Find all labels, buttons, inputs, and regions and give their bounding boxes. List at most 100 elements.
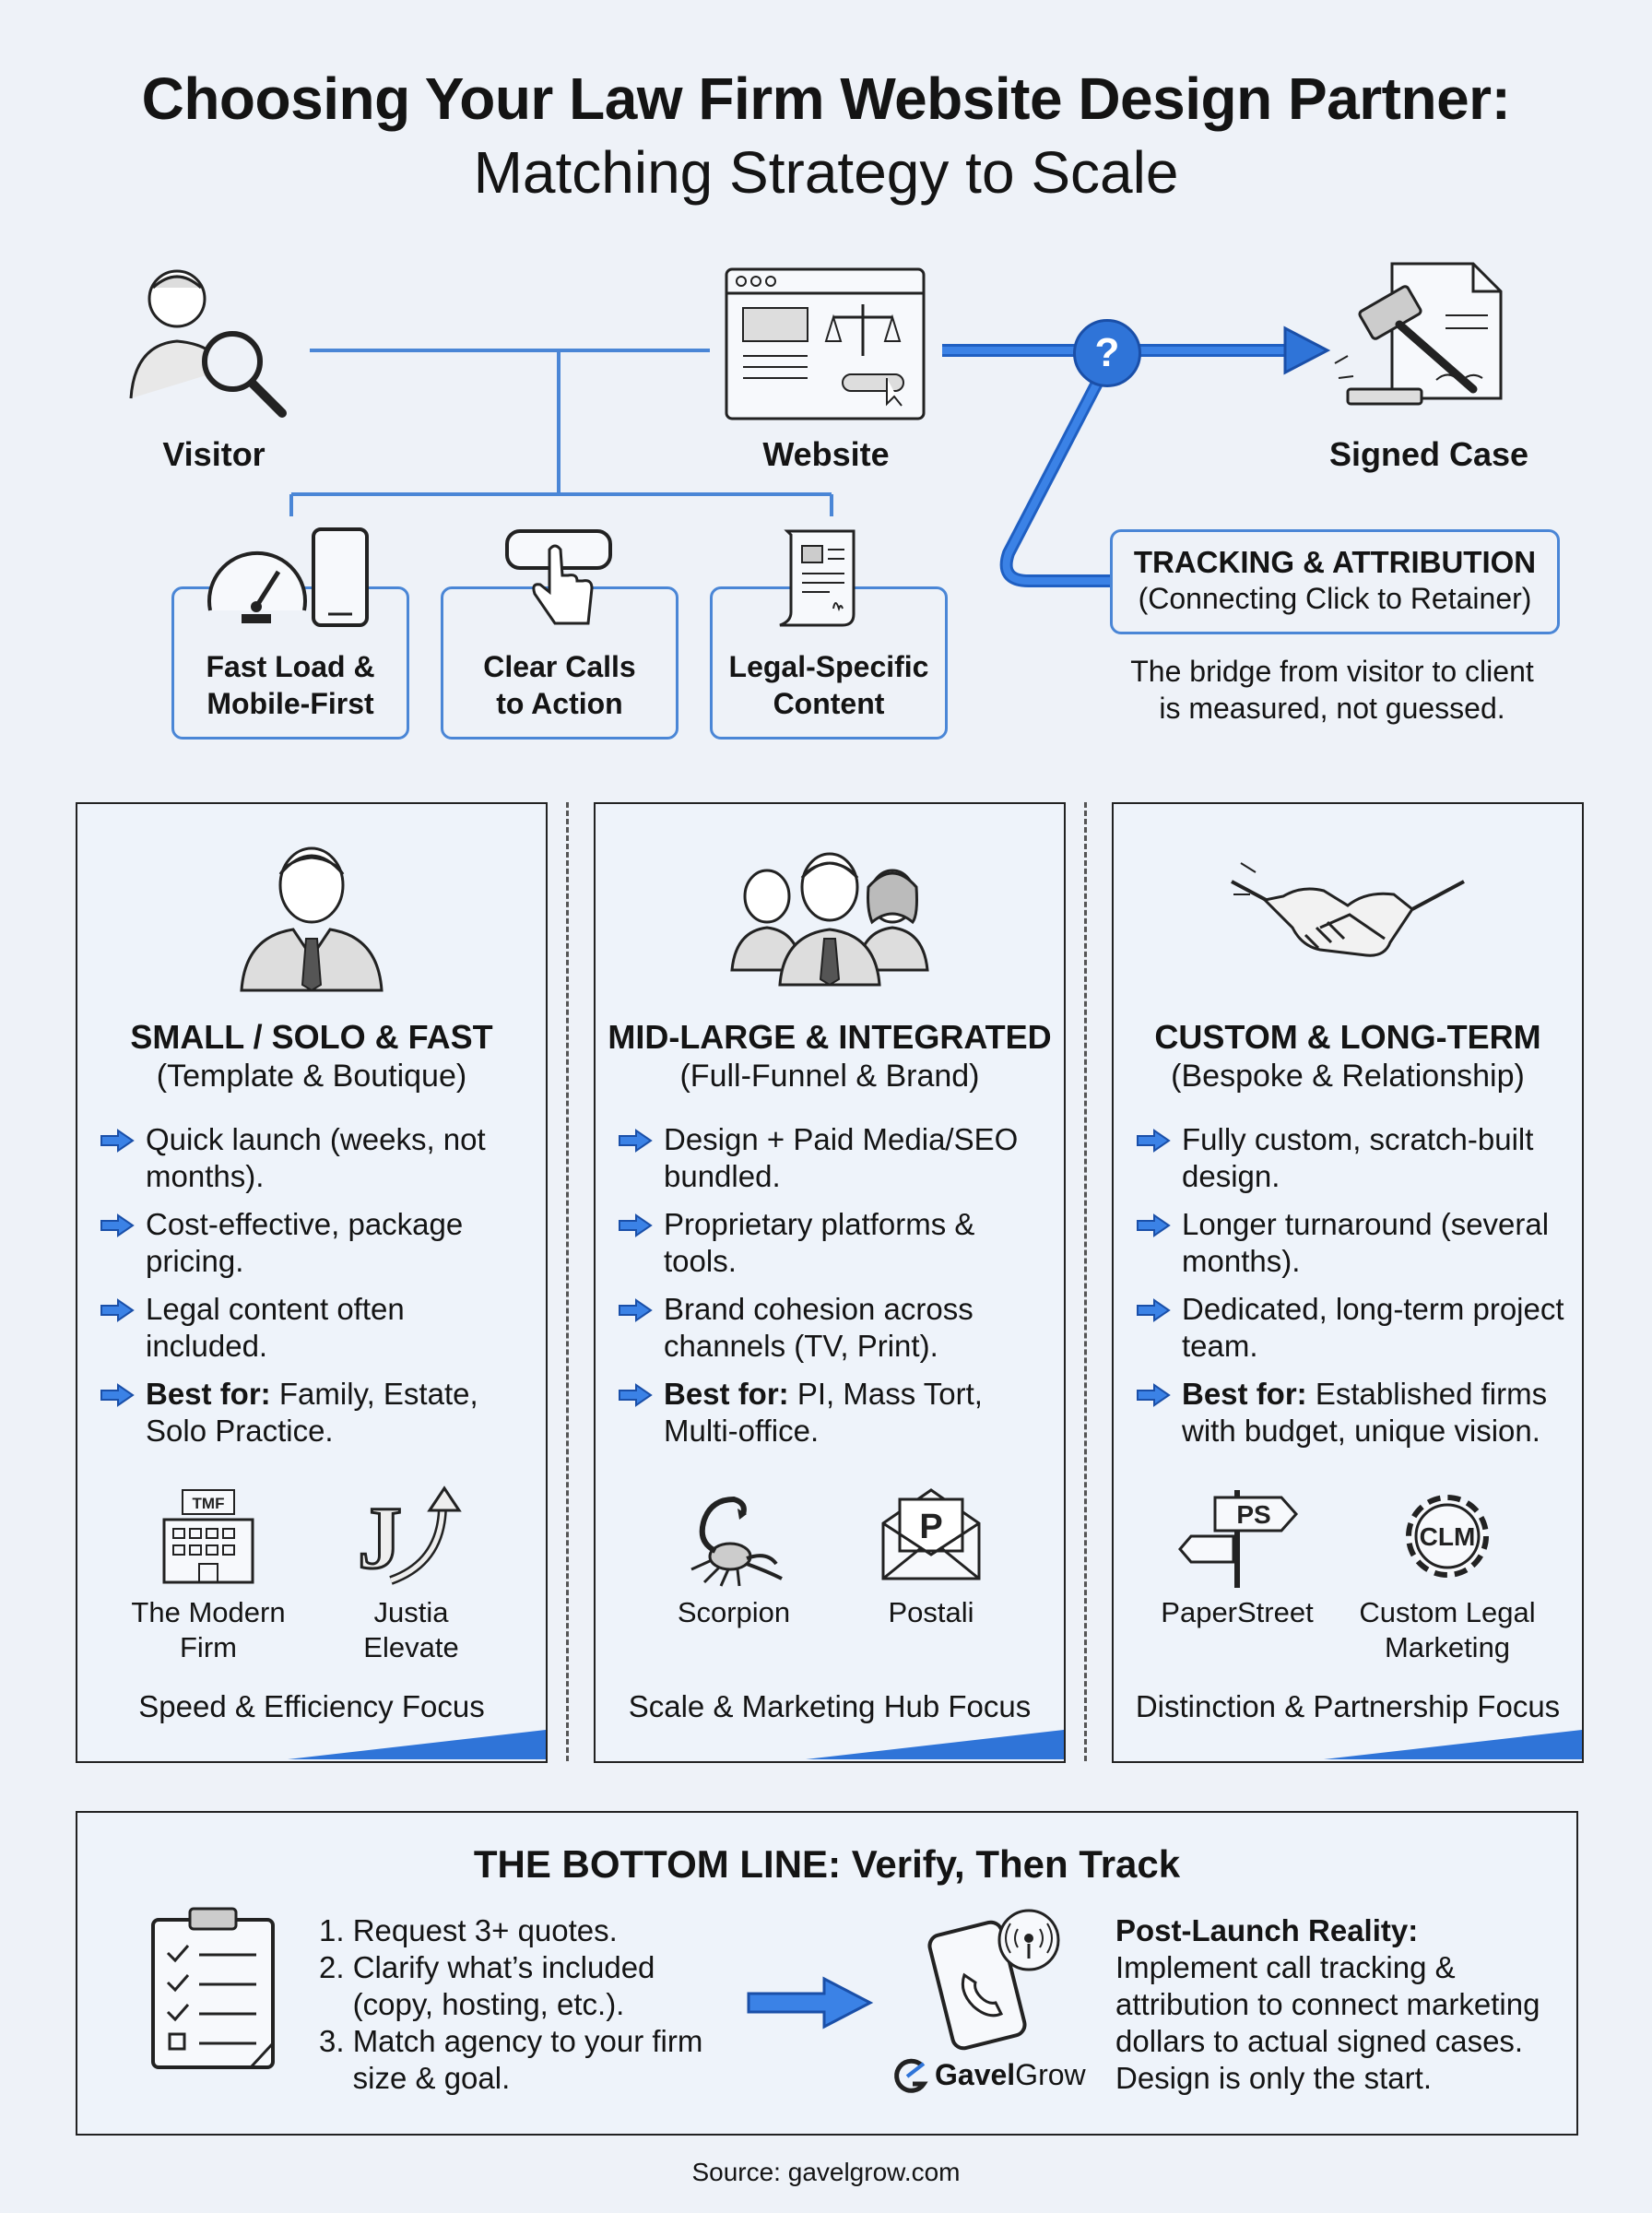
bridge-note: The bridge from visitor to client is mea… <box>1130 655 1534 725</box>
panel-mid-large: MID-LARGE & INTEGRATED (Full-Funnel & Br… <box>594 802 1066 1763</box>
gavel-document-icon <box>1334 262 1503 406</box>
handshake-icon <box>1231 862 1465 957</box>
team-group-icon <box>730 852 929 987</box>
lawyer-icon <box>240 846 384 992</box>
scorpion-icon <box>690 1496 783 1587</box>
legal-scroll-icon <box>779 529 856 627</box>
clm-gear-icon: CLM <box>1406 1495 1489 1578</box>
panel-list: Quick launch (weeks, not months). Cost-e… <box>100 1121 533 1461</box>
step-item: (copy, hosting, etc.). <box>319 1987 625 2021</box>
list-item: Legal content often included. <box>100 1291 533 1365</box>
post-launch-heading: Post-Launch Reality: <box>1115 1913 1419 1947</box>
panel-list: Fully custom, scratch-built design. Long… <box>1136 1121 1569 1461</box>
phone-call-tracking-icon <box>927 1909 1060 2051</box>
step-item: 1. Request 3+ quotes. <box>319 1913 618 1947</box>
logo-badge-text: J <box>358 1488 402 1587</box>
panel-subtitle: (Template & Boutique) <box>156 1059 467 1094</box>
tracking-title: TRACKING & ATTRIBUTION <box>1133 545 1537 579</box>
bottom-line-box: THE BOTTOM LINE: Verify, Then Track 1. R… <box>76 1811 1578 2136</box>
tracking-attribution-box: TRACKING & ATTRIBUTION (Connecting Click… <box>1110 529 1560 634</box>
button-click-icon <box>505 529 612 625</box>
panel-focus: Scale & Marketing Hub Focus <box>628 1689 1032 1723</box>
website-label: Website <box>762 435 890 473</box>
feature-clear-cta-text: Clear Calls to Action <box>483 650 636 720</box>
list-item: Longer turnaround (several months). <box>1136 1206 1569 1280</box>
post-launch-text: Post-Launch Reality: Implement call trac… <box>1115 1913 1540 2095</box>
panel-subtitle: (Full-Funnel & Brand) <box>679 1059 980 1094</box>
panel-focus: Speed & Efficiency Focus <box>138 1689 485 1723</box>
arrow-right-icon <box>100 1383 135 1407</box>
speedometer-phone-icon <box>207 527 369 627</box>
accent-wedge <box>288 1730 546 1759</box>
list-item: Design + Paid Media/SEO bundled. <box>618 1121 1051 1195</box>
logo-name: Scorpion <box>677 1596 791 1628</box>
justia-logo-icon: J <box>357 1485 462 1589</box>
website-window-icon <box>725 267 926 420</box>
panel-title: CUSTOM & LONG-TERM <box>1154 1018 1541 1056</box>
accent-wedge <box>806 1730 1064 1759</box>
arrow-right-icon <box>747 1976 874 2030</box>
feature-fast-load: Fast Load & Mobile-First <box>171 586 409 740</box>
gavelgrow-brand: GavelGrow <box>935 2058 1086 2091</box>
list-item: Cost-effective, package pricing. <box>100 1206 533 1280</box>
logo-name: Custom Legal Marketing <box>1359 1596 1536 1663</box>
panel-title: SMALL / SOLO & FAST <box>130 1018 493 1056</box>
step-item: 3. Match agency to your firm <box>319 2024 703 2058</box>
logo-name: Justia Elevate <box>363 1596 459 1663</box>
signed-case-label: Signed Case <box>1328 435 1529 473</box>
panel-divider <box>1084 802 1087 1761</box>
step-item: 2. Clarify what’s included <box>319 1950 655 1984</box>
list-item: Dedicated, long-term project team. <box>1136 1291 1569 1365</box>
list-item: Best for: PI, Mass Tort, Multi-office. <box>618 1376 1051 1450</box>
list-item: Proprietary platforms & tools. <box>618 1206 1051 1280</box>
clipboard-checklist-icon <box>151 1907 275 2069</box>
list-item: Best for: Family, Estate, Solo Practice. <box>100 1376 533 1450</box>
postali-envelope-icon: P <box>881 1488 981 1580</box>
page-title: Choosing Your Law Firm Website Design Pa… <box>141 65 1511 132</box>
arrow-right-icon <box>100 1298 135 1322</box>
arrow-right-icon <box>1137 1298 1171 1322</box>
logo-name: Postali <box>888 1596 974 1628</box>
list-item: Quick launch (weeks, not months). <box>100 1121 533 1195</box>
arrow-right-icon <box>1137 1383 1171 1407</box>
arrow-right-icon <box>619 1298 653 1322</box>
visitor-search-icon <box>129 269 287 418</box>
bottom-title: THE BOTTOM LINE: Verify, Then Track <box>473 1842 1181 1886</box>
gavelgrow-logo-icon <box>894 2058 928 2093</box>
panel-focus: Distinction & Partnership Focus <box>1135 1689 1561 1723</box>
visitor-label: Visitor <box>162 435 266 473</box>
source-credit: Source: gavelgrow.com <box>691 2158 961 2186</box>
steps-list: 1. Request 3+ quotes. 2. Clarify what’s … <box>319 1912 702 2097</box>
feature-legal-content-text: Legal-Specific Content <box>728 650 929 720</box>
panel-divider <box>566 802 569 1761</box>
list-item: Brand cohesion across channels (TV, Prin… <box>618 1291 1051 1365</box>
page-subtitle: Matching Strategy to Scale <box>473 139 1179 206</box>
logo-badge-text: PS <box>1236 1500 1270 1529</box>
step-item: size & goal. <box>319 2061 511 2095</box>
arrow-right-icon <box>1137 1213 1171 1237</box>
logo-name: The Modern Firm <box>131 1596 286 1663</box>
panel-subtitle: (Bespoke & Relationship) <box>1171 1059 1525 1094</box>
logo-badge-text: P <box>919 1508 942 1546</box>
logo-name: PaperStreet <box>1161 1596 1314 1628</box>
panel-list: Design + Paid Media/SEO bundled. Proprie… <box>618 1121 1051 1461</box>
arrow-right-icon <box>619 1213 653 1237</box>
feature-fast-load-text: Fast Load & Mobile-First <box>206 650 375 720</box>
logo-badge-text: TMF <box>193 1495 225 1512</box>
list-item: Best for: Established firms with budget,… <box>1136 1376 1569 1450</box>
arrow-right-icon <box>1137 1129 1171 1153</box>
arrow-right-icon <box>100 1129 135 1153</box>
arrow-right-icon <box>619 1129 653 1153</box>
modern-firm-building-icon: TMF <box>162 1489 254 1584</box>
tracking-subtitle: (Connecting Click to Retainer) <box>1138 582 1532 615</box>
paperstreet-signpost-icon: PS <box>1178 1490 1299 1588</box>
arrow-right-icon <box>100 1213 135 1237</box>
panel-small-solo: SMALL / SOLO & FAST (Template & Boutique… <box>76 802 548 1763</box>
question-badge: ? <box>1073 319 1141 387</box>
list-item: Fully custom, scratch-built design. <box>1136 1121 1569 1195</box>
panel-custom-long-term: CUSTOM & LONG-TERM (Bespoke & Relationsh… <box>1112 802 1584 1763</box>
accent-wedge <box>1324 1730 1582 1759</box>
logo-badge-text: CLM <box>1420 1522 1476 1551</box>
arrow-right-icon <box>619 1383 653 1407</box>
panel-title: MID-LARGE & INTEGRATED <box>608 1018 1052 1056</box>
